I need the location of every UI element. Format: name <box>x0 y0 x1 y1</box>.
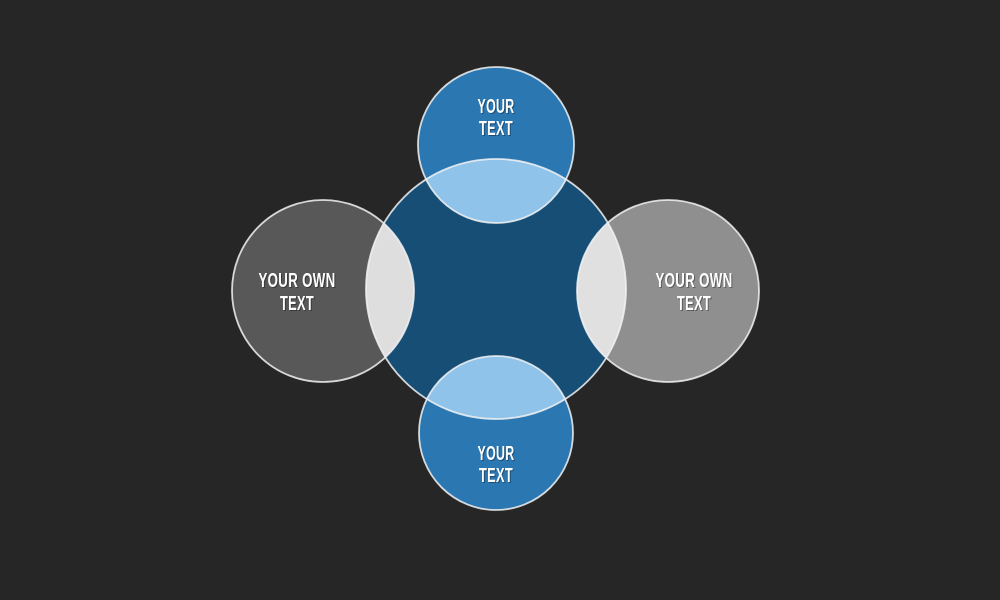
left-circle <box>232 200 414 382</box>
right-circle-label-line1: YOUR OWN <box>656 270 733 292</box>
center-circle-outline <box>365 158 627 420</box>
left-circle-label-line1: YOUR OWN <box>259 270 336 292</box>
top-circle-label-line2: TEXT <box>479 118 513 140</box>
bottom-overlap-region <box>419 356 573 419</box>
left-circle-label-line2: TEXT <box>280 293 314 315</box>
right-circle-outline <box>576 199 760 383</box>
bottom-circle-label-line1: YOUR <box>478 443 515 465</box>
right-circle <box>577 200 759 382</box>
circle-outlines <box>231 66 760 511</box>
labels: YOUR TEXT YOUR TEXT YOUR OWN TEXT YOUR O… <box>259 96 733 487</box>
top-overlap-region <box>418 159 574 223</box>
bottom-circle-label-line2: TEXT <box>479 465 513 487</box>
bottom-circle-outline <box>418 355 574 511</box>
center-circle <box>366 159 626 419</box>
top-circle-outline <box>417 66 575 224</box>
left-circle-outline <box>231 199 415 383</box>
top-circle-label-line1: YOUR <box>478 96 515 118</box>
right-circle-label-line2: TEXT <box>677 293 711 315</box>
